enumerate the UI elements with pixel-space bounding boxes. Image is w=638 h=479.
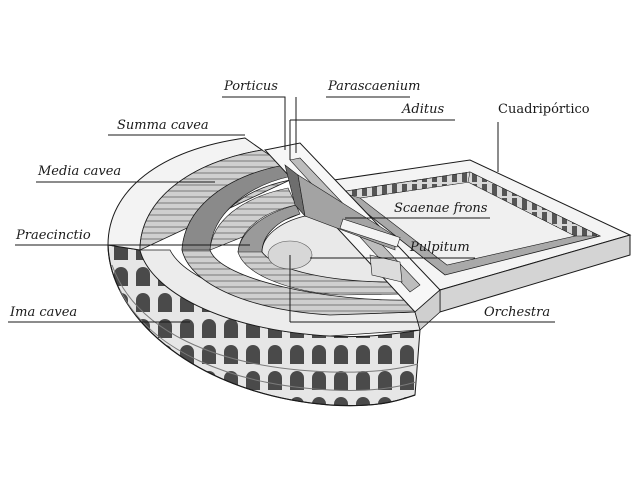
- label-orchestra: Orchestra: [484, 306, 550, 319]
- label-praecinctio: Praecinctio: [16, 229, 91, 242]
- label-porticus: Porticus: [224, 80, 278, 93]
- label-parascaenium: Parascaenium: [328, 80, 421, 93]
- label-aditus: Aditus: [402, 103, 444, 116]
- label-media-cavea: Media cavea: [38, 165, 121, 178]
- label-ima-cavea: Ima cavea: [10, 306, 77, 319]
- label-pulpitum: Pulpitum: [410, 241, 470, 254]
- label-scaenae-frons: Scaenae frons: [394, 202, 487, 215]
- label-summa-cavea: Summa cavea: [117, 119, 209, 132]
- label-cuadriportico: Cuadripórtico: [498, 103, 590, 116]
